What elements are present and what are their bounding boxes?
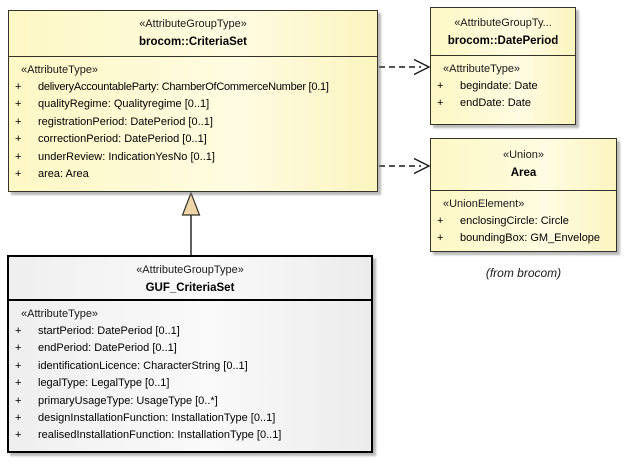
class-name: brocom::CriteriaSet [139, 36, 247, 48]
class-stereotype: «AttributeGroupType» [136, 264, 244, 276]
from-brocom-note: (from brocom) [485, 266, 562, 280]
generalization-triangle-icon [181, 191, 201, 216]
attribute-text: registrationPeriod: DatePeriod [0..1] [38, 115, 213, 128]
class-name: brocom::DatePeriod [447, 35, 559, 47]
visibility-plus: + [15, 394, 22, 407]
attribute-row: + startPeriod: DatePeriod [0..1] [9, 323, 371, 340]
visibility-plus: + [437, 215, 444, 227]
attribute-text: legalType: LegalType [0..1] [38, 377, 170, 390]
class-name: Area [510, 167, 537, 179]
visibility-plus: + [437, 97, 444, 110]
class-header: «AttributeGroupTy... brocom::DatePeriod [431, 8, 575, 56]
class-box-guf-criteriaset[interactable]: «AttributeGroupType» GUF_CriteriaSet «At… [7, 255, 373, 453]
visibility-plus: + [15, 133, 22, 146]
attribute-text: begindate: Date [460, 80, 538, 92]
attribute-compartment: «AttributeType» + startPeriod: DatePerio… [9, 301, 371, 445]
visibility-plus: + [437, 232, 444, 245]
dependency-arrow-to-dateperiod [379, 58, 431, 76]
attribute-compartment: «AttributeType» + begindate: Date + endD… [431, 56, 575, 113]
attribute-row: + begindate: Date [431, 78, 575, 95]
attribute-compartment: «UnionElement» + enclosingCircle: Circle… [431, 191, 616, 248]
visibility-plus: + [437, 80, 444, 92]
class-box-brocom-criteriaset[interactable]: «AttributeGroupType» brocom::CriteriaSet… [8, 10, 378, 192]
attribute-text: enclosingCircle: Circle [460, 215, 569, 227]
attribute-text: qualityRegime: Qualityregime [0..1] [38, 98, 210, 111]
visibility-plus: + [15, 412, 22, 425]
attribute-text: designInstallationFunction: Installation… [38, 412, 276, 425]
attribute-text: boundingBox: GM_Envelope [460, 232, 601, 245]
attribute-text: identificationLicence: CharacterString [… [38, 359, 248, 372]
attribute-text: deliveryAccountableParty: ChamberOfComme… [38, 81, 329, 93]
attribute-text: endDate: Date [460, 97, 531, 110]
attribute-compartment: «AttributeType» + deliveryAccountablePar… [9, 57, 377, 183]
visibility-plus: + [15, 168, 22, 181]
generalization-arrow [181, 191, 201, 255]
visibility-plus: + [15, 342, 22, 355]
class-name: GUF_CriteriaSet [145, 282, 235, 294]
attribute-row: + qualityRegime: Qualityregime [0..1] [9, 96, 377, 113]
attribute-row: + endDate: Date [431, 95, 575, 112]
class-header: «AttributeGroupType» brocom::CriteriaSet [9, 11, 377, 57]
attribute-text: primaryUsageType: UsageType [0..*] [38, 394, 218, 407]
attribute-section-label: «AttributeType» [21, 308, 99, 320]
attribute-row: + underReview: IndicationYesNo [0..1] [9, 149, 377, 166]
visibility-plus: + [15, 325, 22, 337]
attribute-text: correctionPeriod: DatePeriod [0..1] [38, 133, 207, 146]
class-box-brocom-dateperiod[interactable]: «AttributeGroupTy... brocom::DatePeriod … [430, 7, 576, 125]
visibility-plus: + [15, 150, 22, 163]
class-stereotype: «Union» [503, 149, 544, 161]
visibility-plus: + [15, 81, 22, 93]
attribute-section-label: «AttributeType» [443, 63, 521, 75]
attribute-text: startPeriod: DatePeriod [0..1] [38, 325, 180, 337]
attribute-row: + area: Area [9, 166, 377, 183]
attribute-row: + primaryUsageType: UsageType [0..*] [9, 393, 371, 410]
attribute-row: + endPeriod: DatePeriod [0..1] [9, 340, 371, 357]
class-header: «Union» Area [431, 139, 616, 191]
attribute-section-label: «UnionElement» [443, 198, 525, 210]
attribute-row: + legalType: LegalType [0..1] [9, 375, 371, 392]
attribute-text: realisedInstallationFunction: Installati… [38, 429, 282, 442]
attribute-row: + boundingBox: GM_Envelope [431, 230, 616, 247]
attribute-row: + identificationLicence: CharacterString… [9, 358, 371, 375]
dependency-arrow-to-area [379, 157, 431, 175]
attribute-text: underReview: IndicationYesNo [0..1] [38, 150, 215, 163]
class-box-area-union[interactable]: «Union» Area «UnionElement» + enclosingC… [430, 138, 617, 252]
class-header: «AttributeGroupType» GUF_CriteriaSet [9, 257, 371, 301]
attribute-section-label: «AttributeType» [21, 64, 99, 76]
visibility-plus: + [15, 359, 22, 372]
visibility-plus: + [15, 98, 22, 111]
attribute-row: + registrationPeriod: DatePeriod [0..1] [9, 114, 377, 131]
attribute-text: area: Area [38, 168, 89, 181]
attribute-row: + designInstallationFunction: Installati… [9, 410, 371, 427]
class-stereotype: «AttributeGroupTy... [454, 17, 552, 29]
attribute-row: + correctionPeriod: DatePeriod [0..1] [9, 131, 377, 148]
attribute-row: + deliveryAccountableParty: ChamberOfCom… [9, 79, 377, 96]
visibility-plus: + [15, 429, 22, 442]
class-stereotype: «AttributeGroupType» [139, 18, 247, 30]
attribute-row: + realisedInstallationFunction: Installa… [9, 427, 371, 444]
visibility-plus: + [15, 115, 22, 128]
attribute-text: endPeriod: DatePeriod [0..1] [38, 342, 177, 355]
attribute-row: + enclosingCircle: Circle [431, 213, 616, 230]
visibility-plus: + [15, 377, 22, 390]
